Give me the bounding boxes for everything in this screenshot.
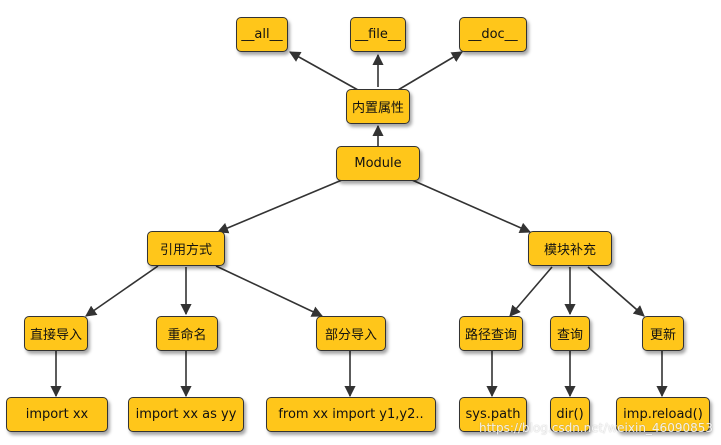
node-sys-path: sys.path xyxy=(459,397,527,432)
edge-module-to-supplement xyxy=(411,179,532,234)
node-import-as: import xx as yy xyxy=(128,397,244,432)
node-import-methods: 引用方式 xyxy=(147,231,225,266)
node-update: 更新 xyxy=(642,316,684,351)
node-rename: 重命名 xyxy=(156,316,218,351)
node-dir: dir() xyxy=(550,397,590,432)
node-direct-import: 直接导入 xyxy=(24,316,88,351)
node-module: Module xyxy=(336,146,420,181)
node-from-import: from xx import y1,y2.. xyxy=(266,397,436,432)
node-imp-reload: imp.reload() xyxy=(616,397,710,432)
edge-supplement-to-path xyxy=(509,266,553,317)
node-all: __all__ xyxy=(236,17,288,52)
node-partial-import: 部分导入 xyxy=(316,316,386,351)
node-module-supplement: 模块补充 xyxy=(528,231,612,266)
edge-builtin-to-all xyxy=(289,51,359,91)
node-doc: __doc__ xyxy=(459,17,527,52)
node-file: __file__ xyxy=(350,17,406,52)
node-builtin-attrs: 内置属性 xyxy=(346,89,410,124)
edge-import-to-direct xyxy=(85,265,159,317)
edge-import-to-partial xyxy=(215,265,324,317)
edge-supplement-to-update xyxy=(587,266,645,317)
watermark: https://blog.csdn.net/weixin_46090853 xyxy=(478,421,713,435)
node-path-lookup: 路径查询 xyxy=(459,316,523,351)
edge-module-to-import-methods xyxy=(216,179,343,234)
node-import-xx: import xx xyxy=(6,397,108,432)
edge-builtin-to-doc xyxy=(397,51,463,91)
node-query: 查询 xyxy=(550,316,590,351)
